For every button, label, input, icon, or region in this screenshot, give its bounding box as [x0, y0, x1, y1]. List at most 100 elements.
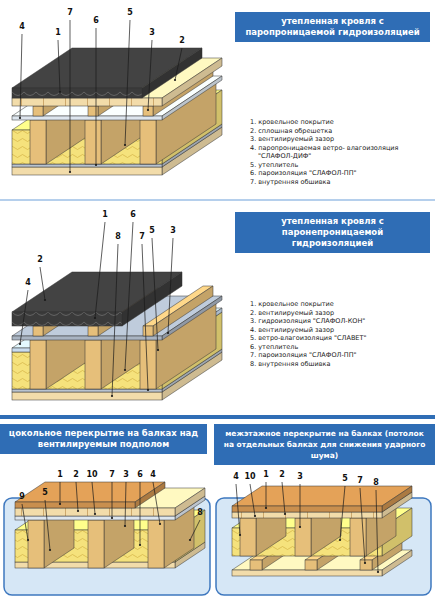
callout-number: 3 — [149, 28, 155, 38]
leader-line — [190, 520, 200, 540]
separator-rule — [0, 199, 435, 201]
leader-dot — [77, 510, 79, 512]
layer-front — [12, 164, 162, 167]
callout-number: 9 — [19, 492, 25, 502]
legend-item: 5. утеплитель — [250, 161, 428, 170]
leader-dot — [59, 91, 61, 93]
legend-item: 5. ветро-влагоизоляция "СЛАВЕТ" — [250, 334, 428, 343]
callout-number: 6 — [137, 470, 143, 480]
leader-dot — [147, 109, 149, 111]
layer-front — [360, 560, 372, 570]
separator-band — [0, 415, 435, 419]
leader-dot — [139, 544, 141, 546]
layer-front — [12, 392, 162, 400]
backdrop-panel — [216, 498, 431, 595]
layer-front — [88, 520, 104, 568]
legend-item: 7. внутренняя обшивка — [250, 178, 428, 187]
leader-line — [125, 222, 133, 370]
layer-front — [88, 326, 98, 336]
callout-number: 8 — [197, 508, 203, 518]
leader-line — [300, 484, 301, 527]
layer-front — [15, 502, 135, 508]
callout-number: 2 — [279, 470, 285, 480]
layer-front — [232, 570, 382, 576]
leader-line — [112, 244, 118, 396]
layer-front — [30, 340, 46, 389]
layer-front — [33, 326, 43, 336]
callout-number: 10 — [244, 472, 255, 482]
layer-front — [33, 106, 43, 116]
title-band: утепленная кровля с паронепроницаемой ги… — [235, 212, 430, 253]
section-title: межэтажное перекрытие на балках (потолок… — [220, 428, 429, 461]
leader-line — [60, 482, 61, 504]
legend-item: 4. паропроницаемая ветро- влагоизоляция … — [250, 144, 428, 161]
title-band: утепленная кровля с паропроницаемой гидр… — [235, 12, 430, 42]
leader-dot — [59, 503, 61, 505]
leader-dot — [111, 395, 113, 397]
leader-dot — [377, 571, 379, 573]
callout-number: 7 — [139, 232, 145, 242]
leader-line — [125, 20, 130, 145]
layer-side — [122, 272, 182, 326]
layer-stack — [15, 482, 205, 568]
callout-number: 5 — [149, 226, 155, 236]
layer-front — [12, 116, 162, 120]
leader-line — [340, 486, 345, 540]
leader-dot — [111, 517, 113, 519]
section-title: цокольное перекрытие на балках над венти… — [6, 428, 201, 450]
leader-line — [20, 34, 22, 118]
leader-dot — [44, 299, 46, 301]
legend-list: 1. кровельное покрытие2. вентилируемый з… — [250, 300, 428, 368]
legend-item: 6. пароизоляция "СЛАФОЛ-ПП" — [250, 169, 428, 178]
leader-dot — [124, 144, 126, 146]
layer-front — [143, 326, 153, 336]
leader-dot — [157, 349, 159, 351]
leader-line — [152, 238, 158, 350]
leader-dot — [124, 369, 126, 371]
callout-number: 1 — [55, 28, 61, 38]
leader-line — [20, 290, 28, 344]
leader-line — [266, 482, 267, 508]
legend-item: 4. вентилируемый зазор — [250, 326, 428, 335]
leader-line — [96, 28, 97, 165]
leader-dot — [189, 539, 191, 541]
legend-item: 8. внутренняя обшивка — [250, 360, 428, 369]
callout-number: 10 — [86, 470, 97, 480]
legend-item: 1. кровельное покрытие — [250, 118, 428, 127]
layer-stack — [232, 486, 412, 576]
leader-line — [250, 484, 255, 516]
leader-dot — [284, 513, 286, 515]
leader-line — [58, 40, 60, 92]
layer-front — [305, 560, 317, 570]
leader-dot — [94, 513, 96, 515]
leader-line — [40, 267, 45, 300]
leader-dot — [124, 525, 126, 527]
leader-dot — [27, 539, 29, 541]
callout-number: 7 — [67, 8, 73, 18]
section-title: утепленная кровля с паронепроницаемой ги… — [241, 216, 424, 249]
legend-item: 3. гидроизоляция "СЛАФОЛ-КОН" — [250, 317, 428, 326]
leader-dot — [364, 562, 366, 564]
leader-line — [125, 482, 126, 526]
layer-front — [12, 336, 162, 340]
layer-front — [240, 518, 256, 556]
leader-line — [70, 20, 71, 172]
leader-dot — [174, 79, 176, 81]
layer-side — [135, 482, 165, 508]
title-band: межэтажное перекрытие на балках (потолок… — [214, 424, 435, 465]
leader-line — [282, 482, 285, 514]
layer-front — [28, 520, 44, 568]
callout-number: 5 — [127, 8, 133, 18]
leader-dot — [49, 549, 51, 551]
leader-line — [175, 48, 182, 80]
leader-dot — [19, 343, 21, 345]
legend-list: 1. кровельное покрытие2. сплошная обреше… — [250, 118, 428, 186]
layer-stack — [12, 48, 222, 175]
callout-number: 5 — [342, 474, 348, 484]
callout-number: 1 — [263, 470, 269, 480]
callout-number: 3 — [123, 470, 129, 480]
layer-front — [140, 120, 156, 164]
leader-line — [95, 222, 105, 318]
legend-item: 3. вентилируемый зазор — [250, 135, 428, 144]
